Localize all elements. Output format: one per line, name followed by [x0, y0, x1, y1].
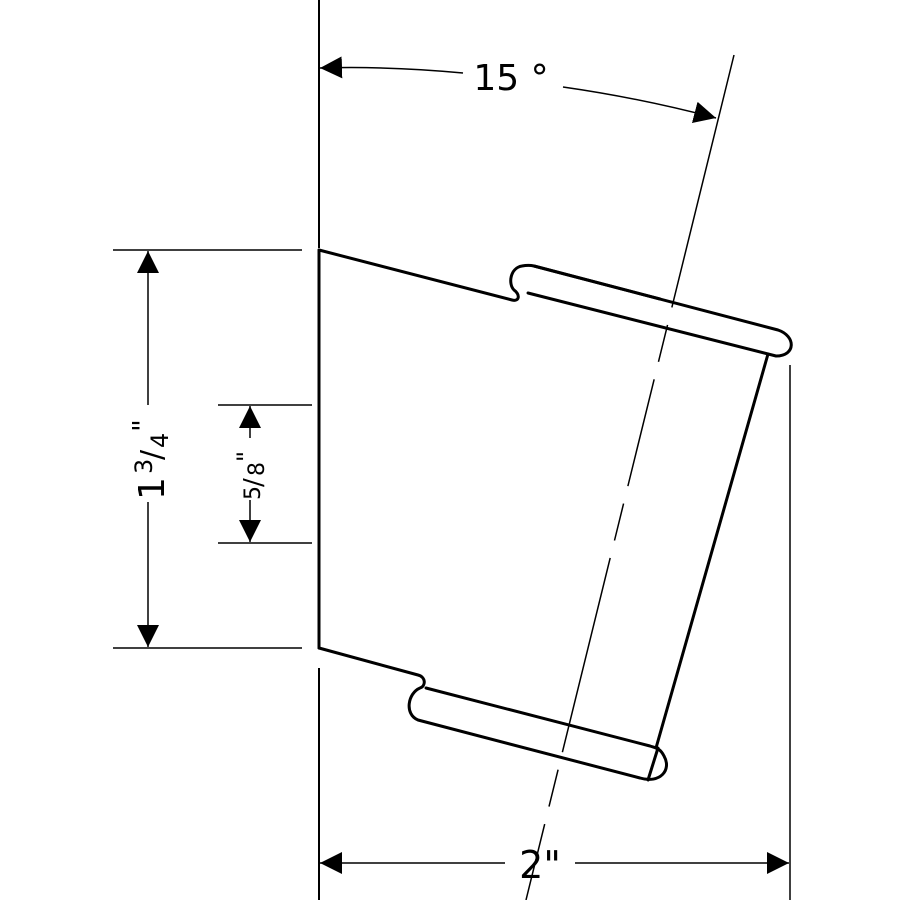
extension-lines: [113, 249, 791, 900]
svg-text:5: 5: [241, 486, 266, 500]
svg-text:8: 8: [245, 462, 270, 476]
height-total-label: 1 3 / 4 ": [126, 419, 174, 500]
svg-text:/: /: [135, 449, 170, 460]
svg-text:": ": [232, 451, 260, 462]
part-outline: [317, 248, 793, 782]
angle-label: 15 °: [473, 58, 548, 99]
svg-text:4: 4: [146, 433, 174, 448]
height-offset-label: 5 / 8 ": [232, 451, 270, 500]
angle-dimension: [319, 56, 717, 124]
svg-text:3: 3: [130, 459, 158, 474]
centerline: [525, 54, 735, 900]
svg-text:": ": [126, 419, 159, 432]
depth-label: 2": [519, 843, 561, 887]
svg-text:/: /: [239, 478, 269, 487]
svg-text:1: 1: [132, 477, 173, 500]
